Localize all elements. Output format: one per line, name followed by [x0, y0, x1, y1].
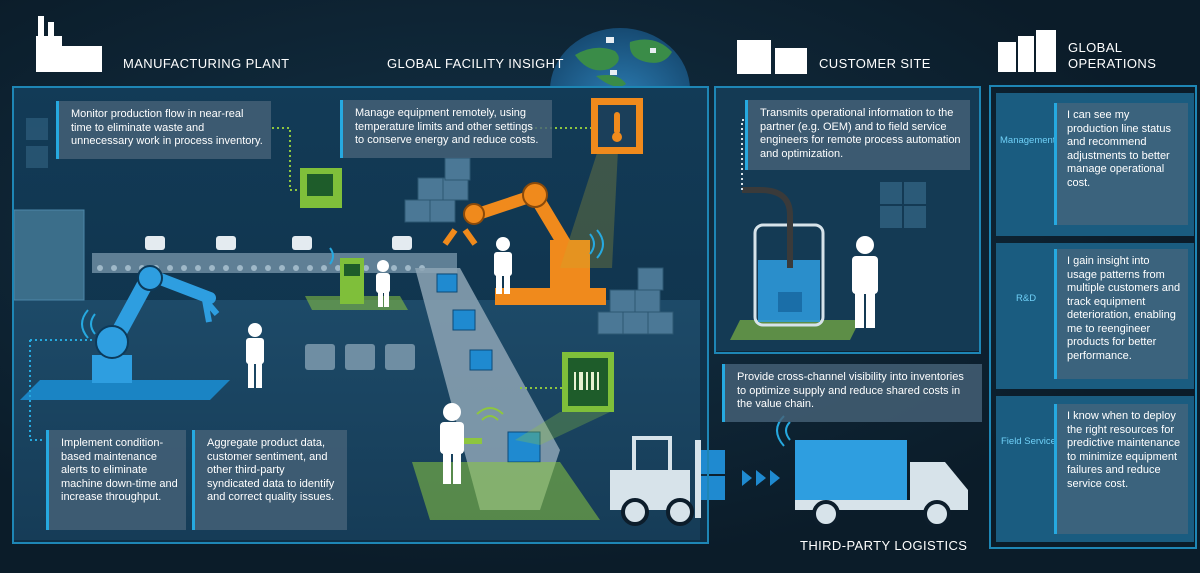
barrels: [305, 344, 415, 370]
barcode-icon: [562, 352, 614, 412]
worker-icon: [852, 236, 878, 328]
ops-quote: I gain insight into usage patterns from …: [1054, 249, 1188, 379]
forklift-icon: [610, 436, 725, 526]
section-title-global-ops-1: GLOBAL: [1068, 40, 1123, 55]
thermometer-icon: [591, 98, 643, 154]
ops-card-management: Management I can see my production line …: [996, 93, 1194, 236]
callout-maintenance: Implement condition-based maintenance al…: [46, 430, 186, 530]
office-buildings-icon: [737, 40, 807, 74]
ops-quote: I can see my production line status and …: [1054, 103, 1188, 225]
section-title-logistics: THIRD-PARTY LOGISTICS: [800, 538, 968, 553]
ops-role-label: Management: [1000, 135, 1056, 146]
truck-icon: [795, 440, 968, 528]
callout-production-flow: Monitor production flow in near-real tim…: [56, 101, 271, 159]
control-kiosk: [340, 258, 364, 304]
ops-role-label: Field Service: [1001, 436, 1056, 447]
ops-role-label: R&D: [1016, 293, 1037, 304]
callout-cross-channel: Provide cross-channel visibility into in…: [722, 364, 982, 422]
section-title-manufacturing: MANUFACTURING PLANT: [123, 56, 290, 71]
inventory-boxes: [404, 157, 674, 335]
section-title-global-ops-2: OPERATIONS: [1068, 56, 1157, 71]
section-title-customer-site: CUSTOMER SITE: [819, 56, 931, 71]
ops-card-field-service: Field Service I know when to deploy the …: [996, 396, 1194, 542]
customer-site-panel: [714, 86, 981, 354]
wifi-signal-icon: [476, 407, 504, 421]
arrow-chevrons: [742, 470, 780, 486]
worker-icon: [376, 260, 390, 307]
monitor-icon: [300, 168, 342, 208]
ops-quote: I know when to deploy the right resource…: [1054, 404, 1188, 534]
product-boxes: [436, 273, 541, 463]
skyscrapers-icon: [998, 30, 1056, 72]
callout-aggregate: Aggregate product data, customer sentime…: [192, 430, 347, 530]
worker-icon: [494, 237, 512, 294]
robot-arm-icon: [20, 265, 230, 400]
callout-transmit: Transmits operational information to the…: [745, 100, 970, 170]
wifi-signal-icon: [81, 229, 604, 339]
factory-icon: [36, 16, 102, 72]
manufacturing-panel: [12, 86, 709, 544]
section-title-global-facility: GLOBAL FACILITY INSIGHT: [387, 56, 564, 71]
tank-icon: [742, 187, 825, 327]
worker-icon: [246, 323, 264, 388]
robot-arm-icon: [442, 182, 606, 305]
worker-icon: [440, 403, 482, 484]
callout-remote-equipment: Manage equipment remotely, using tempera…: [340, 100, 552, 158]
ops-card-rnd: R&D I gain insight into usage patterns f…: [996, 243, 1194, 389]
